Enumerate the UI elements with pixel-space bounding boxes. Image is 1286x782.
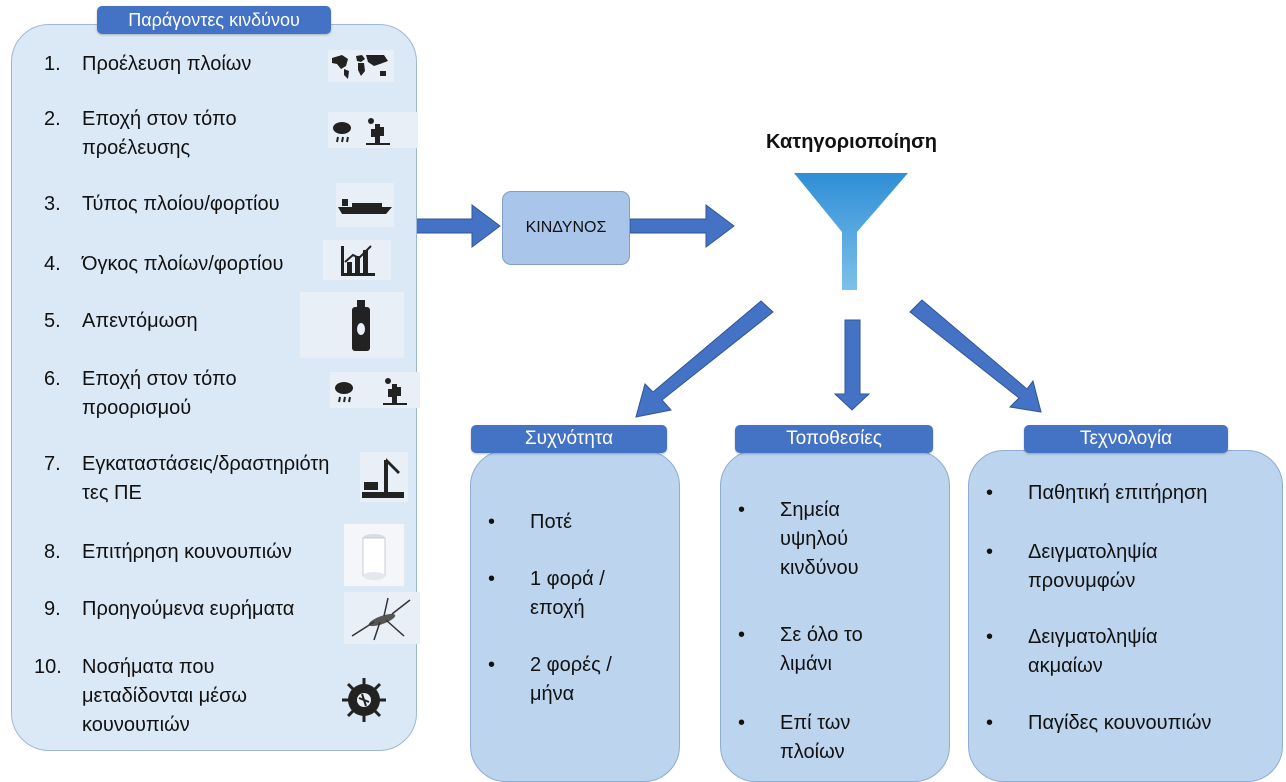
bullet-text: προνυμφών xyxy=(1028,570,1136,592)
risk-factor-label: μεταδίδονται μέσω xyxy=(82,685,248,707)
risk-factor-label: Εποχή στον τόπο xyxy=(82,368,237,390)
rain-desert-icon xyxy=(330,372,420,408)
bullet-text: Δειγματοληψία xyxy=(1028,626,1158,648)
risk-factor-label: Νοσήματα που xyxy=(82,656,215,678)
risk-factor-item: 5. Απεντόμωση xyxy=(44,307,198,336)
mosquito-trap-icon xyxy=(344,524,404,586)
risk-box: ΚΙΝΔΥΝΟΣ xyxy=(502,191,630,265)
risk-factor-label: προορισμού xyxy=(82,397,192,419)
bullet-dot: • xyxy=(488,511,496,533)
risk-factor-item: 9. Προηγούμενα ευρήματα xyxy=(44,595,294,624)
bullet-dot: • xyxy=(738,712,746,734)
factor-icons xyxy=(300,50,420,722)
bullet-dot: • xyxy=(986,712,994,734)
bullet-dot: • xyxy=(738,624,746,646)
risk-factor-label: Εγκαταστάσεις/δραστηριότη xyxy=(82,453,330,475)
cargo-ship-icon xyxy=(336,183,394,227)
bullet-text: κινδύνου xyxy=(780,557,859,579)
risk-factor-label: τες ΠΕ xyxy=(82,482,142,504)
risk-factor-number: 8. xyxy=(44,541,61,563)
risk-factor-item: 1. Προέλευση πλοίων xyxy=(44,50,251,79)
technology-panel xyxy=(968,450,1283,782)
bullet-text: Επί των xyxy=(780,712,851,734)
port-crane-icon xyxy=(360,452,408,502)
risk-factor-item: 3. Τύπος πλοίου/φορτίου xyxy=(44,190,280,219)
bullet-dot: • xyxy=(986,541,994,563)
bullet-dot: • xyxy=(488,654,496,676)
bar-chart-icon xyxy=(323,240,391,280)
risk-factor-label: Τύπος πλοίου/φορτίου xyxy=(82,193,280,215)
risk-factor-number: 1. xyxy=(44,53,61,75)
risk-factor-number: 9. xyxy=(44,598,61,620)
funnel-icon xyxy=(794,173,908,290)
locations-panel xyxy=(720,450,950,782)
bullet-text: εποχή xyxy=(530,597,585,619)
arrow-to-risk xyxy=(413,204,501,248)
risk-factor-item: 7. Εγκαταστάσεις/δραστηριότη τες ΠΕ xyxy=(44,450,329,508)
risk-factor-item: 4. Όγκος πλοίων/φορτίου xyxy=(44,250,283,279)
bullet-text: ακμαίων xyxy=(1028,655,1103,677)
bullet-text: Σημεία xyxy=(780,499,840,521)
risk-factor-label: Όγκος πλοίων/φορτίου xyxy=(82,253,284,275)
mosquito-icon xyxy=(344,592,420,644)
frequency-title: Συχνότητα xyxy=(471,425,667,453)
virus-icon xyxy=(342,678,386,722)
bullet-text: υψηλού xyxy=(780,528,849,550)
bullet-text: Σε όλο το xyxy=(780,624,863,646)
bullet-dot: • xyxy=(738,499,746,521)
risk-factor-label: Προέλευση πλοίων xyxy=(82,53,252,75)
connector-layer xyxy=(413,173,1042,418)
risk-factor-label: Επιτήρηση κουνουπιών xyxy=(82,541,292,563)
bullet-text: πλοίων xyxy=(780,741,845,763)
bullet-text: Παγίδες κουνουπιών xyxy=(1028,712,1212,734)
risk-factor-item: 8. Επιτήρηση κουνουπιών xyxy=(44,538,292,567)
risk-factor-number: 6. xyxy=(44,368,61,390)
bullet-text: 2 φορές / xyxy=(530,654,612,676)
risk-factor-item: 10. Νοσήματα που μεταδίδονται μέσω κουνουπι… xyxy=(34,653,247,740)
risk-factor-label: κουνουπιών xyxy=(82,714,190,736)
risk-factor-number: 2. xyxy=(44,108,61,130)
arrow-to-funnel xyxy=(629,204,735,248)
arrow-to-technology xyxy=(909,299,1042,413)
risk-factor-number: 7. xyxy=(44,453,61,475)
risk-factor-number: 4. xyxy=(44,253,61,275)
bullet-text: μήνα xyxy=(530,683,575,705)
locations-title: Τοποθεσίες xyxy=(735,425,933,453)
risk-factor-number: 5. xyxy=(44,310,61,332)
bullet-text: Δειγματοληψία xyxy=(1028,541,1158,563)
world-map-icon xyxy=(328,50,394,82)
bullet-dot: • xyxy=(488,568,496,590)
bullet-text: 1 φορά / xyxy=(530,568,605,590)
rain-desert-icon xyxy=(328,112,418,148)
risk-factor-number: 10. xyxy=(34,656,62,678)
risk-factor-item: 2. Εποχή στον τόπο προέλευσης xyxy=(44,105,237,163)
risk-factor-label: Εποχή στον τόπο xyxy=(82,108,237,130)
bullet-text: Ποτέ xyxy=(530,511,573,533)
risk-factor-item: 6. Εποχή στον τόπο προορισμού xyxy=(44,365,237,423)
technology-title: Τεχνολογία xyxy=(1024,425,1228,453)
risk-factor-label: Προηγούμενα ευρήματα xyxy=(82,598,295,620)
bullet-text: λιμάνι xyxy=(780,653,832,675)
insecticide-spray-icon xyxy=(300,292,404,358)
bullet-dot: • xyxy=(986,482,994,504)
arrow-to-locations xyxy=(833,319,871,411)
risk-factor-number: 3. xyxy=(44,193,61,215)
risk-factor-label: Απεντόμωση xyxy=(82,310,198,332)
risk-factors-title: Παράγοντες κινδύνου xyxy=(97,6,331,34)
bullet-text: Παθητική επιτήρηση xyxy=(1028,482,1208,504)
bullet-dot: • xyxy=(986,626,994,648)
arrow-to-frequency xyxy=(635,300,774,418)
risk-factor-label: προέλευσης xyxy=(82,137,191,159)
categorization-title: Κατηγοριοποίηση xyxy=(766,131,937,153)
